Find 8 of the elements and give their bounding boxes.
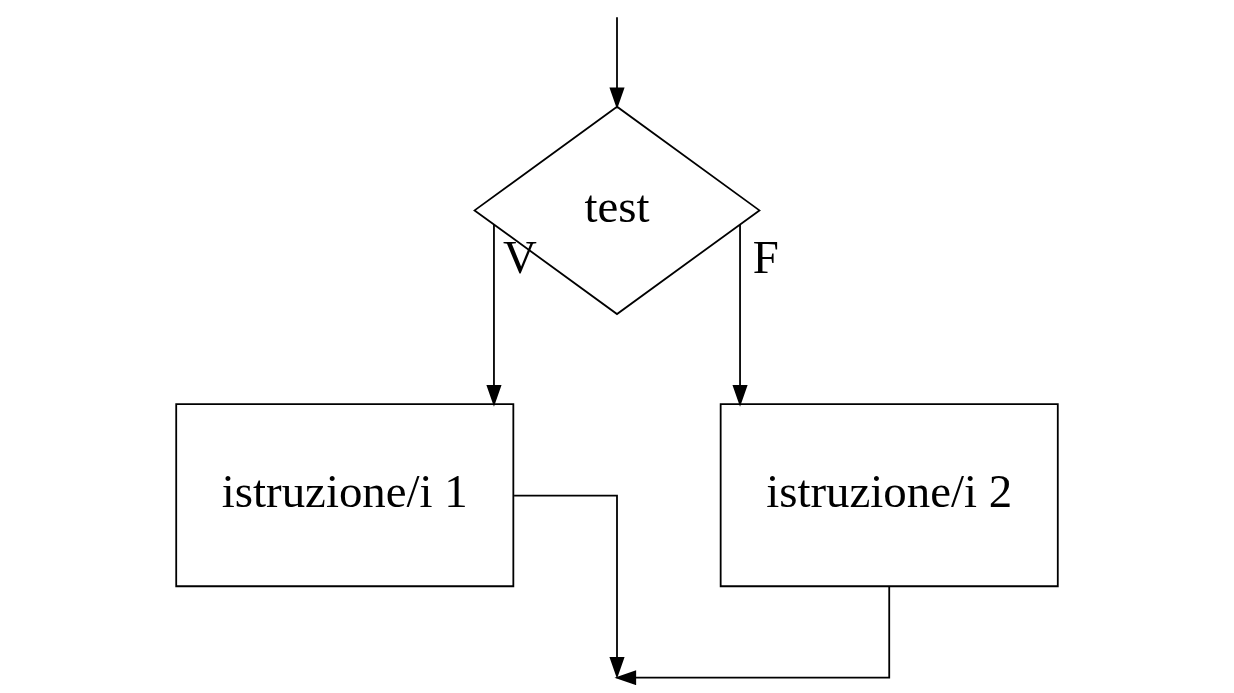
arrow bbox=[513, 494, 625, 679]
arrow bbox=[614, 585, 891, 685]
arrow bbox=[732, 224, 748, 407]
edge-label: V bbox=[502, 231, 537, 284]
arrow bbox=[609, 16, 625, 110]
arrow bbox=[486, 224, 502, 407]
node-box: istruzione/i 2 bbox=[719, 403, 1059, 588]
node-box: istruzione/i 1 bbox=[175, 403, 515, 588]
